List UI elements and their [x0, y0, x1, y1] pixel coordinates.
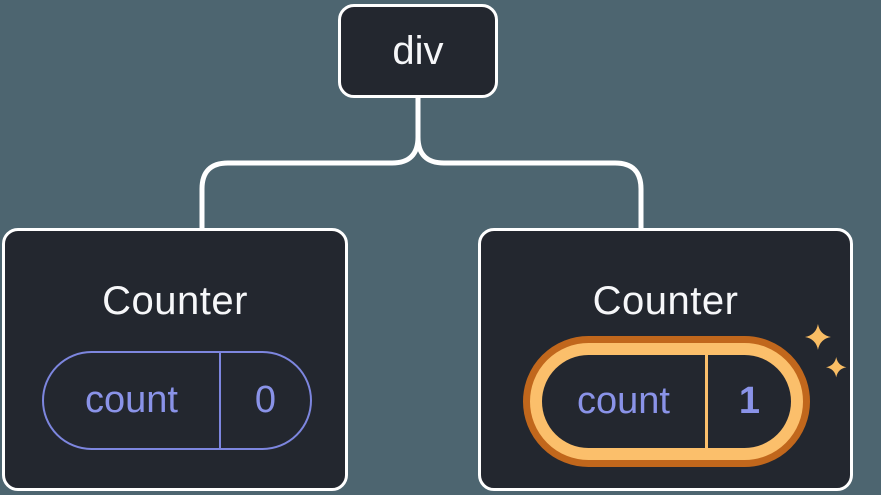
- connector-right-branch: [415, 134, 644, 231]
- pill-divider-right: [705, 355, 708, 448]
- state-value-right: 1: [738, 380, 761, 422]
- sparkle-small-icon: [826, 357, 847, 378]
- counter-right-title: Counter: [592, 279, 739, 323]
- sparkle-large-icon: [805, 324, 831, 350]
- pill-divider-left: [219, 353, 221, 448]
- counter-node-right: Counter count 1: [478, 228, 853, 491]
- counter-node-left: Counter count 0: [2, 228, 348, 491]
- state-value-left: 0: [254, 379, 277, 421]
- root-node-div: div: [338, 4, 498, 98]
- root-node-label: div: [392, 28, 444, 73]
- state-key-right: count: [577, 380, 670, 422]
- counter-left-title: Counter: [102, 279, 248, 323]
- connector-left-branch: [199, 95, 421, 231]
- sparkles-icon: [805, 324, 847, 378]
- state-pill-right: count 1: [542, 355, 791, 448]
- state-pill-right-highlight-ring: count 1: [523, 336, 810, 467]
- state-key-left: count: [85, 379, 178, 421]
- state-pill-left: count 0: [42, 351, 312, 450]
